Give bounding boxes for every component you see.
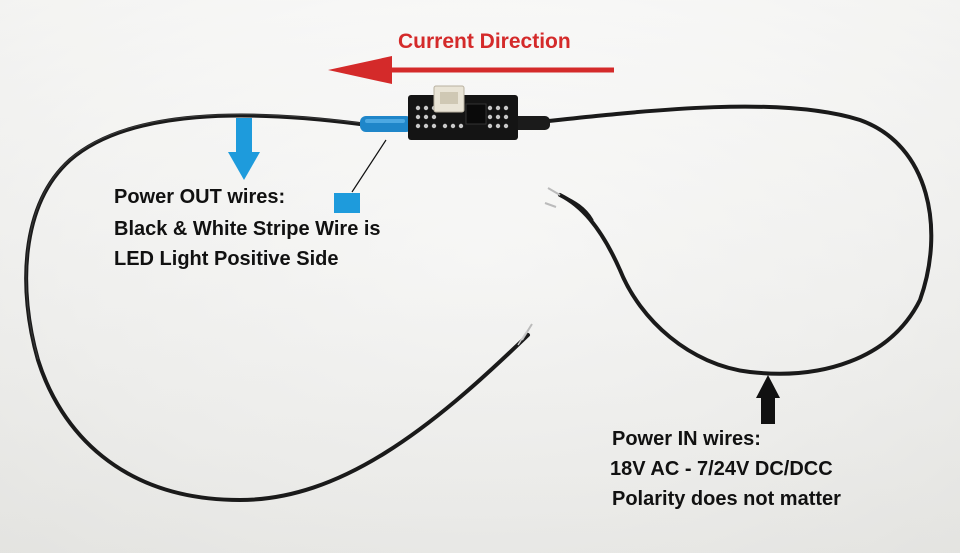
current-direction-arrowhead xyxy=(328,56,392,84)
blue-heat-shrink xyxy=(360,116,412,132)
power-in-polarity-text: Polarity does not matter xyxy=(612,488,841,510)
stripe-callout-line xyxy=(351,139,387,193)
board-connector-slot xyxy=(440,92,458,104)
power-in-wire xyxy=(518,104,934,376)
power-in-wire-second-conductor xyxy=(558,193,594,222)
power-out-arrow-shaft xyxy=(236,118,252,154)
power-out-wire-tip-2 xyxy=(517,330,528,346)
power-out-positive-text: LED Light Positive Side xyxy=(114,248,339,270)
blue-heat-shrink-shine xyxy=(365,119,405,123)
power-out-stripe-text: Black & White Stripe Wire is xyxy=(114,218,381,240)
power-out-heading: Power OUT wires: xyxy=(114,186,286,208)
power-out-wire-highlight xyxy=(25,114,361,360)
power-in-voltage-text: 18V AC - 7/24V DC/DCC xyxy=(610,458,833,480)
power-in-wire-tip xyxy=(547,187,561,196)
power-in-arrow-shaft xyxy=(761,396,775,424)
power-out-wire xyxy=(24,113,530,503)
power-in-arrowhead xyxy=(756,375,780,398)
power-out-arrowhead xyxy=(228,152,260,180)
power-in-wire-tip-2 xyxy=(544,202,557,208)
power-in-heading: Power IN wires: xyxy=(612,428,761,450)
board-chip xyxy=(465,103,487,125)
stripe-marker-square xyxy=(334,193,360,213)
board-solder-pads xyxy=(415,105,509,129)
current-direction-label: Current Direction xyxy=(398,30,571,53)
